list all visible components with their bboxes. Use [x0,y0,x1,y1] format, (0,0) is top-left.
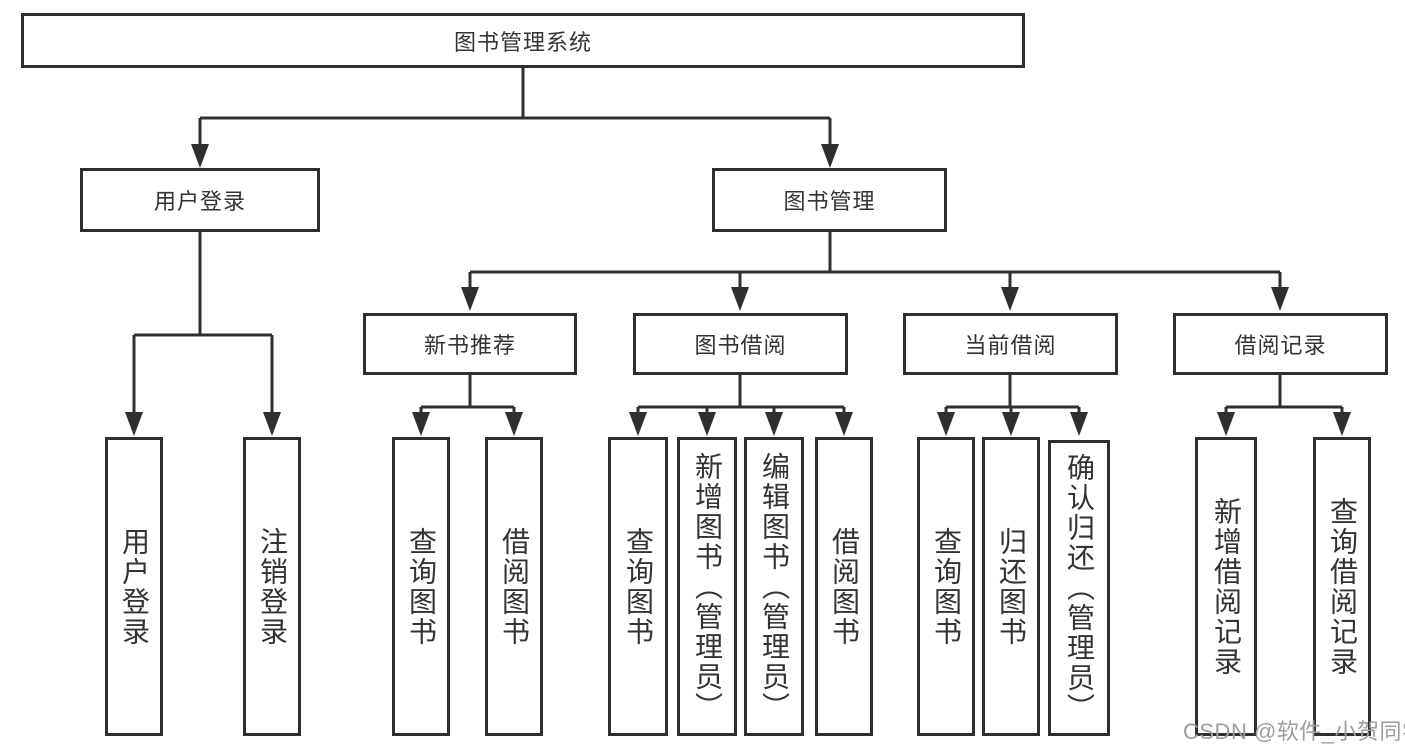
node-current-borrowing: 当前借阅 [903,313,1118,375]
node-book-management: 图书管理 [712,168,947,232]
edge-root-split [198,68,832,158]
node-user-login: 用户登录 [80,168,320,232]
leaf-user-login: 用户登录 [105,437,163,736]
leaf-rec-query-books: 查询图书 [392,437,450,736]
csdn-watermark: CSDN @软件_小贺同学 [1183,719,1405,744]
leaf-records-query-record: 查询借阅记录 [1313,437,1371,736]
leaf-current-return-books: 归还图书 [982,437,1040,736]
leaf-current-query-books: 查询图书 [917,437,975,736]
node-library-management-system: 图书管理系统 [21,13,1025,68]
leaf-logout: 注销登录 [243,437,301,736]
leaf-borrow-borrow-books: 借阅图书 [815,437,873,736]
leaf-records-add-record: 新增借阅记录 [1195,437,1257,736]
node-new-book-recommend: 新书推荐 [363,313,577,375]
leaf-borrow-query-books: 查询图书 [608,437,668,736]
leaf-borrow-edit-books-admin: 编辑图书（管理员） [744,437,804,736]
edge-borrow-split [636,375,846,426]
leaf-borrow-add-books-admin: 新增图书（管理员） [677,437,737,736]
leaf-rec-borrow-books: 借阅图书 [485,437,543,736]
edge-records-split [1224,375,1344,426]
node-borrowing-records: 借阅记录 [1173,313,1388,375]
edge-login-split [132,232,274,426]
leaf-current-confirm-return-admin: 确认归还（管理员） [1048,440,1110,736]
edge-mgmt-split [468,232,1282,301]
node-book-borrowing: 图书借阅 [633,313,848,375]
edge-rec-split [419,375,516,426]
arrowheads [125,144,1351,436]
